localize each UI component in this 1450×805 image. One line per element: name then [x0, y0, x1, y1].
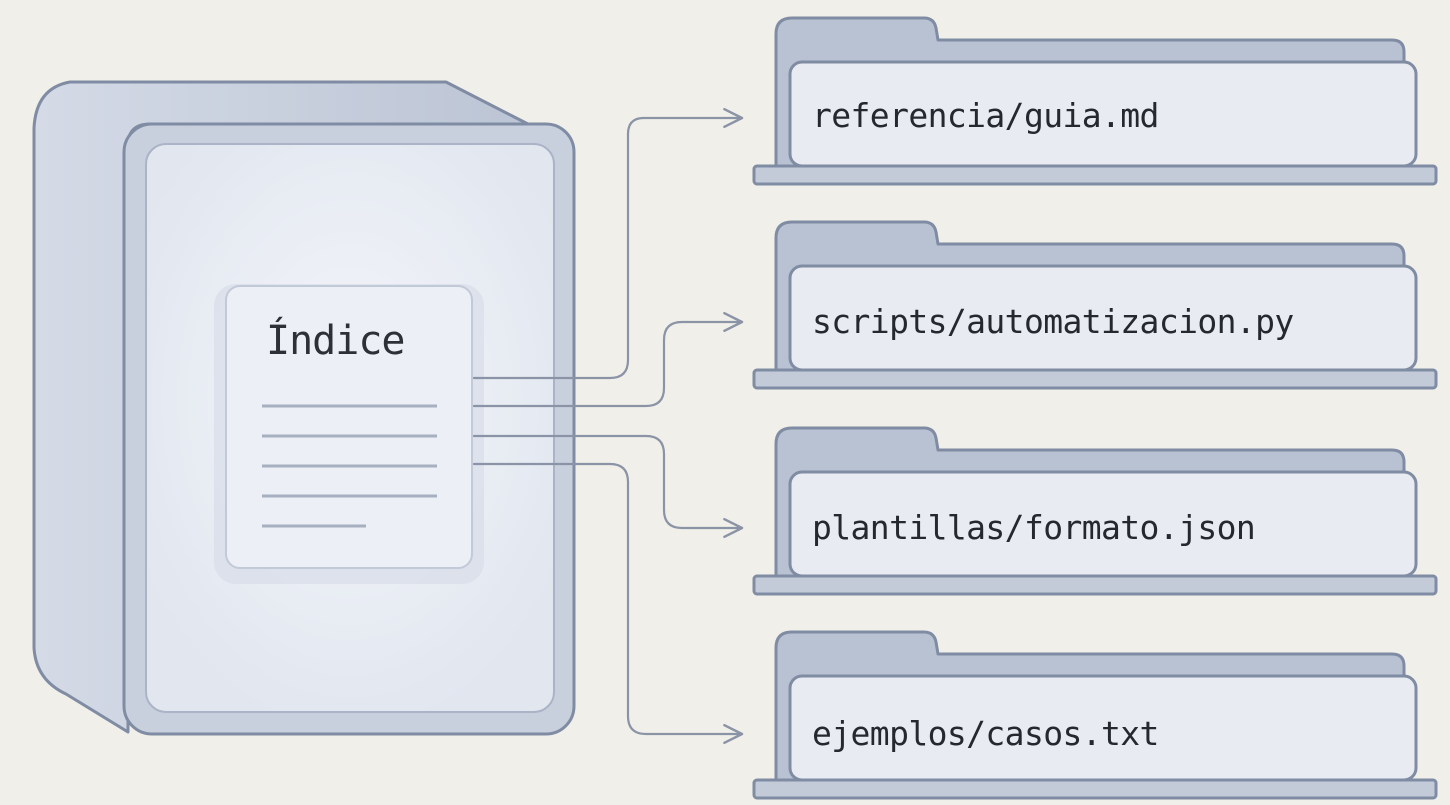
folder-label-3: plantillas/formato.json: [812, 508, 1256, 547]
index-title: Índice: [266, 318, 406, 364]
connector-1: [472, 107, 744, 380]
index-card: [225, 285, 473, 569]
connector-2: [472, 311, 744, 408]
folder-2-base: [752, 368, 1438, 390]
folder-4-base: [752, 778, 1438, 800]
folder-2: [752, 220, 1438, 390]
folder-1-base: [752, 164, 1438, 186]
folder-label-1: referencia/guia.md: [812, 96, 1159, 135]
folder-1: [752, 16, 1438, 186]
folder-3-base: [752, 574, 1438, 596]
connector-3: [472, 434, 744, 539]
folder-3: [752, 426, 1438, 596]
folder-label-4: ejemplos/casos.txt: [812, 714, 1159, 753]
folder-label-2: scripts/automatizacion.py: [812, 302, 1294, 341]
connector-4: [472, 462, 744, 745]
folder-4: [752, 630, 1438, 800]
